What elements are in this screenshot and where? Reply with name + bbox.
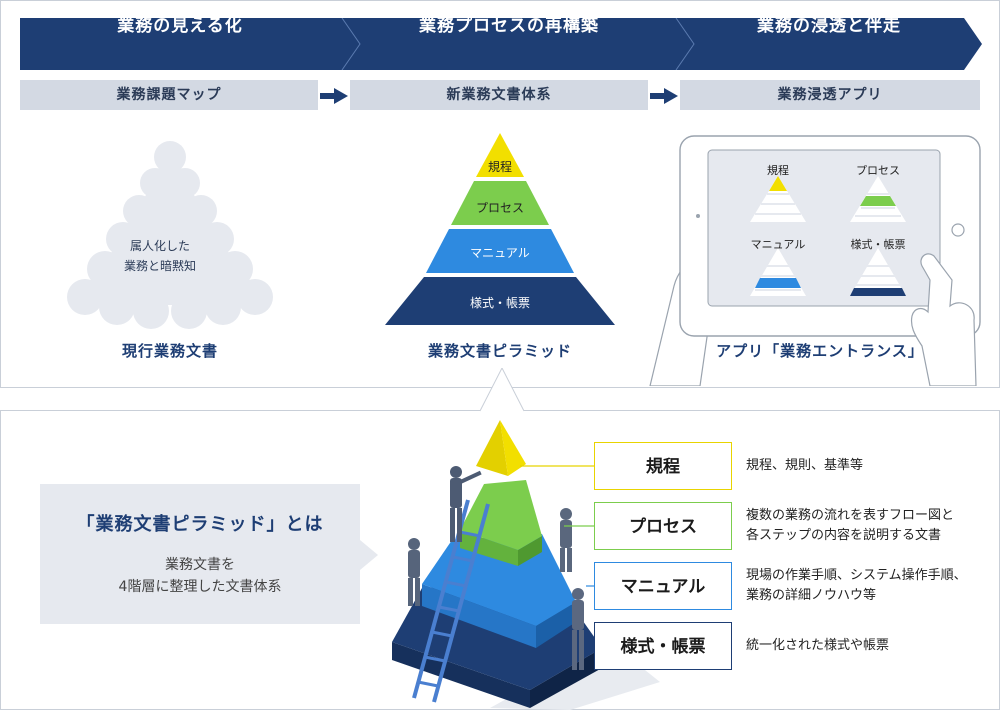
- pyramid-label-2: プロセス: [450, 199, 550, 216]
- caption-pyramid: 業務文書ピラミッド: [370, 340, 630, 361]
- tablet-label-4: 様式・帳票: [828, 236, 928, 252]
- intro-desc: 業務文書を 4階層に整理した文書体系: [40, 554, 360, 598]
- connector-lines: [520, 430, 600, 670]
- tablet-label-2: プロセス: [838, 162, 918, 178]
- pyramid-label-3: マニュアル: [440, 244, 560, 261]
- tool-bar-2: 新業務文書体系: [350, 80, 648, 110]
- caption-current-docs: 現行業務文書: [40, 340, 300, 361]
- cloud-text: 属人化した 業務と暗黙知: [100, 236, 220, 276]
- level-desc-1: 規程、規則、基準等: [746, 456, 996, 476]
- tool-bar-1: 業務課題マップ: [20, 80, 318, 110]
- level-desc-4: 統一化された様式や帳票: [746, 636, 996, 656]
- flow-arrow-icon: [650, 88, 678, 104]
- level-box-4: 様式・帳票: [594, 622, 732, 670]
- level-desc-2: 複数の業務の流れを表すフロー図と 各ステップの内容を説明する文書: [746, 506, 996, 546]
- callout-pointer: [480, 368, 524, 412]
- flow-arrow-icon: [320, 88, 348, 104]
- intro-box: 「業務文書ピラミッド」とは 業務文書を 4階層に整理した文書体系: [40, 484, 360, 624]
- tool-bar-3: 業務浸透アプリ: [680, 80, 980, 110]
- pyramid-label-1: 規程: [470, 158, 530, 175]
- cloud-pyramid-icon: [55, 135, 285, 330]
- intro-title: 「業務文書ピラミッド」とは: [40, 510, 360, 536]
- level-box-2: プロセス: [594, 502, 732, 550]
- phase-label-2: 業務プロセスの再構築: [342, 0, 676, 52]
- phase-label-3: 業務の浸透と伴走: [676, 0, 982, 52]
- level-box-3: マニュアル: [594, 562, 732, 610]
- pyramid-label-4: 様式・帳票: [430, 294, 570, 311]
- person-icon: [408, 538, 420, 606]
- caption-app: アプリ「業務エントランス」: [690, 340, 950, 361]
- tablet-label-1: 規程: [748, 162, 808, 178]
- level-desc-3: 現場の作業手順、システム操作手順、 業務の詳細ノウハウ等: [746, 566, 996, 606]
- level-box-1: 規程: [594, 442, 732, 490]
- phase-label-1: 業務の見える化: [20, 0, 340, 52]
- tablet-label-3: マニュアル: [738, 236, 818, 252]
